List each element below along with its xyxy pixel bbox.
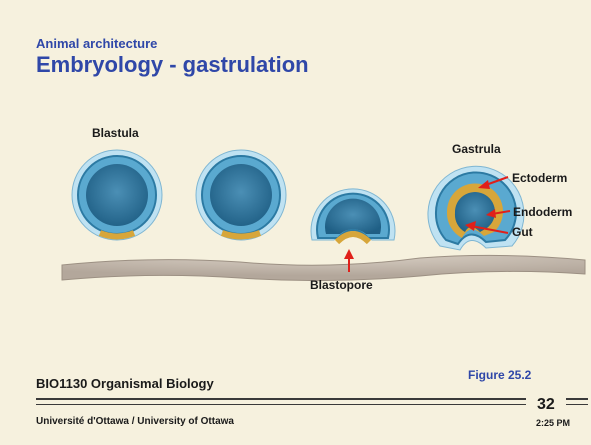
footer-rule-left-thin xyxy=(36,404,526,405)
ground-surface xyxy=(62,255,585,280)
invaginating-embryo xyxy=(311,189,395,242)
footer-rule-left xyxy=(36,398,526,400)
footer-rule-right xyxy=(566,398,588,400)
label-blastopore: Blastopore xyxy=(310,278,373,292)
slide-title: Embryology - gastrulation xyxy=(36,52,309,78)
label-gut: Gut xyxy=(512,225,533,239)
label-ectoderm: Ectoderm xyxy=(512,171,567,185)
gastrula-embryo xyxy=(428,166,524,250)
figure-reference: Figure 25.2 xyxy=(468,368,531,382)
slide-subtitle: Animal architecture xyxy=(36,36,157,51)
footer-university: Université d'Ottawa / University of Otta… xyxy=(36,416,234,427)
slide-number: 32 xyxy=(537,396,555,414)
blastula-embryo-2 xyxy=(196,150,286,240)
course-name: BIO1130 Organismal Biology xyxy=(36,376,214,391)
slide-time: 2:25 PM xyxy=(536,418,570,428)
label-gastrula: Gastrula xyxy=(452,142,501,156)
label-endoderm: Endoderm xyxy=(513,205,572,219)
blastula-embryo-1 xyxy=(72,150,162,240)
label-blastula: Blastula xyxy=(92,126,139,140)
footer-rule-right-thin xyxy=(566,404,588,405)
